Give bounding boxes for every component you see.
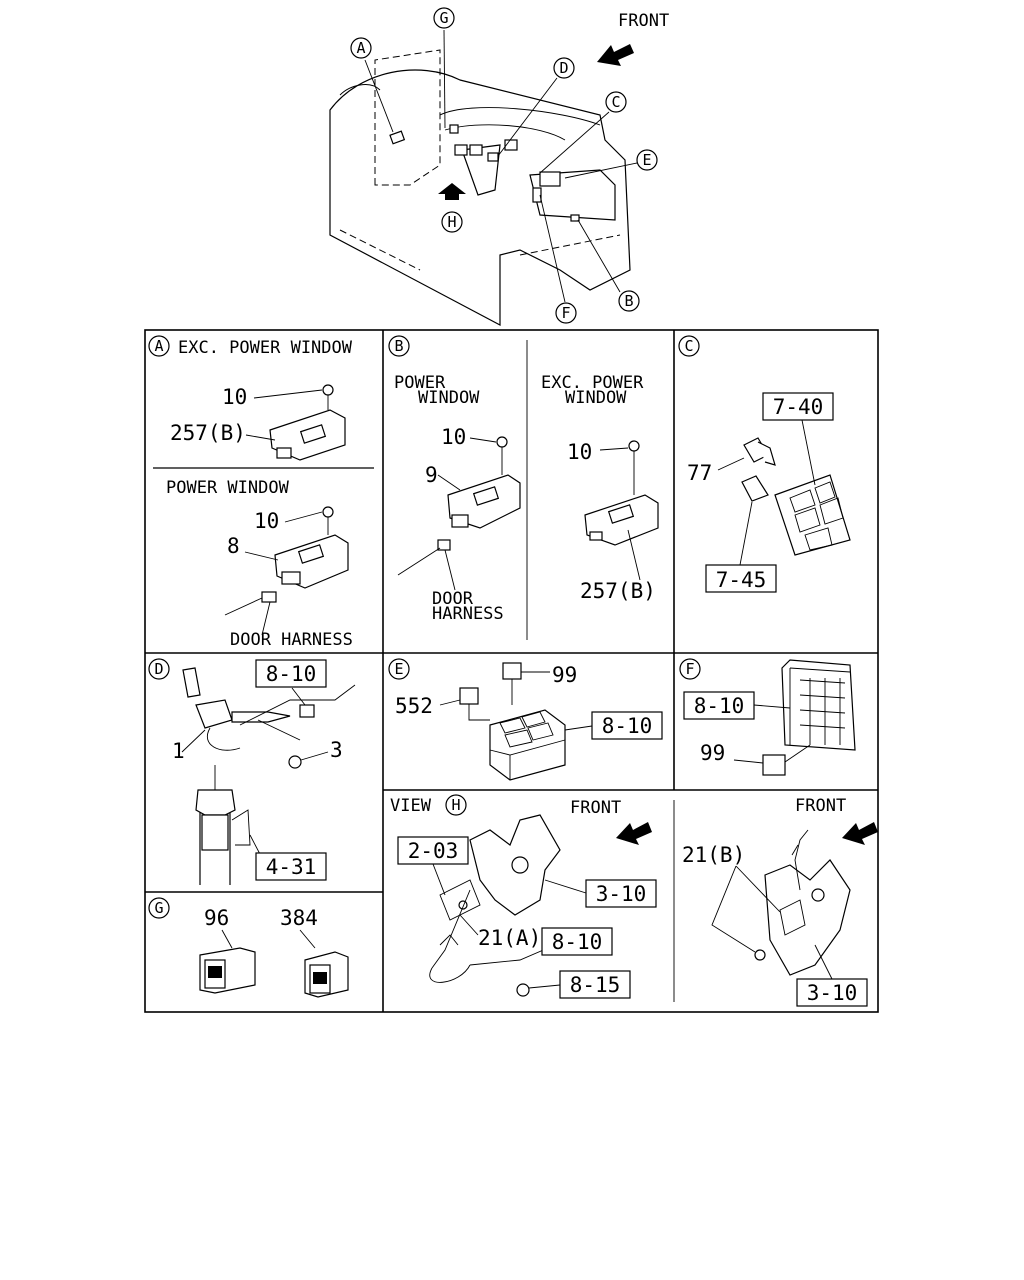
panel-h-view-label: VIEW bbox=[390, 796, 432, 816]
svg-text:H: H bbox=[447, 213, 456, 231]
svg-text:E: E bbox=[642, 151, 651, 169]
overview-callout-d: D bbox=[553, 57, 575, 79]
panel-a: A EXC. POWER WINDOW 10 257(B) POWER WIND… bbox=[148, 335, 374, 650]
panel-h-ref-2-03: 2-03 bbox=[408, 839, 459, 863]
panel-b-left-title-2: WINDOW bbox=[418, 388, 480, 408]
panel-f: F 8-10 99 bbox=[679, 658, 856, 776]
panel-g: G 96 384 bbox=[148, 897, 349, 998]
overview-callout-f: F bbox=[555, 302, 577, 324]
panel-c: C 7-40 77 7-45 bbox=[678, 335, 851, 593]
panel-c-part-77: 77 bbox=[687, 461, 712, 485]
panel-b-part-257b: 257(B) bbox=[580, 579, 656, 603]
panel-b-door: DOOR bbox=[432, 589, 474, 609]
panel-d-part-3: 3 bbox=[330, 738, 343, 762]
svg-text:G: G bbox=[439, 9, 448, 27]
panel-a-part-10-top: 10 bbox=[222, 385, 247, 409]
panel-a-part-10-bottom: 10 bbox=[254, 509, 279, 533]
panel-b: B POWER WINDOW EXC. POWER WINDOW 10 9 DO… bbox=[388, 335, 659, 640]
overview-front-label: FRONT bbox=[618, 11, 669, 31]
panel-h-front-right: FRONT bbox=[795, 796, 846, 816]
panel-a-part-8: 8 bbox=[227, 534, 240, 558]
panel-b-letter: B bbox=[394, 337, 403, 355]
panel-a-title: EXC. POWER WINDOW bbox=[178, 338, 353, 358]
panel-b-left-title-1: POWER bbox=[394, 373, 446, 393]
overview-callout-h: H bbox=[441, 211, 463, 233]
overview-callout-e: E bbox=[636, 149, 658, 171]
panel-b-part-10-right: 10 bbox=[567, 440, 592, 464]
svg-text:C: C bbox=[611, 93, 620, 111]
overview-callout-b: B bbox=[618, 290, 640, 312]
panel-h-part-21b: 21(B) bbox=[682, 843, 745, 867]
panel-f-ref-8-10: 8-10 bbox=[694, 694, 745, 718]
panel-e-letter: E bbox=[394, 660, 403, 678]
panel-h-ref-8-10: 8-10 bbox=[552, 930, 603, 954]
panel-h-ref-3-10-right: 3-10 bbox=[807, 981, 858, 1005]
detail-grid bbox=[144, 329, 879, 1013]
panel-a-sub-title: POWER WINDOW bbox=[166, 478, 290, 498]
panel-c-ref-7-40: 7-40 bbox=[773, 395, 824, 419]
overview-callout-g: G bbox=[433, 7, 455, 29]
panel-h-letter: H bbox=[451, 796, 460, 814]
panel-d-part-1: 1 bbox=[172, 739, 185, 763]
panel-h-front-left: FRONT bbox=[570, 798, 621, 818]
panel-h-part-21a: 21(A) bbox=[478, 926, 541, 950]
panel-h-ref-8-15: 8-15 bbox=[570, 973, 621, 997]
panel-e: E 99 552 8-10 bbox=[388, 658, 663, 781]
panel-d-ref-8-10: 8-10 bbox=[266, 662, 317, 686]
svg-text:F: F bbox=[561, 304, 570, 322]
panel-d-ref-4-31: 4-31 bbox=[266, 855, 317, 879]
panel-b-part-9: 9 bbox=[425, 463, 438, 487]
panel-g-part-384: 384 bbox=[280, 906, 318, 930]
svg-text:D: D bbox=[559, 59, 568, 77]
panel-b-harness: HARNESS bbox=[432, 604, 504, 624]
svg-text:A: A bbox=[356, 39, 365, 57]
overview-illustration: FRONT A G D C E H bbox=[329, 7, 669, 326]
overview-callout-a: A bbox=[350, 37, 372, 59]
panel-c-letter: C bbox=[684, 337, 693, 355]
svg-text:B: B bbox=[624, 292, 633, 310]
panel-e-part-552: 552 bbox=[395, 694, 433, 718]
panel-b-right-title-1: EXC. POWER bbox=[541, 373, 644, 393]
panel-f-letter: F bbox=[685, 660, 694, 678]
panel-e-part-99: 99 bbox=[552, 663, 577, 687]
panel-h-ref-3-10-left: 3-10 bbox=[596, 882, 647, 906]
panel-a-part-257b: 257(B) bbox=[170, 421, 246, 445]
panel-b-right-title-2: WINDOW bbox=[565, 388, 627, 408]
panel-d: D 8-10 1 3 4-31 bbox=[148, 658, 356, 885]
panel-a-letter: A bbox=[154, 337, 163, 355]
panel-g-letter: G bbox=[154, 899, 163, 917]
panel-d-letter: D bbox=[154, 660, 163, 678]
panel-c-ref-7-45: 7-45 bbox=[716, 568, 767, 592]
panel-h: VIEW H FRONT FRONT 2-03 3-10 21(A) 8-10 … bbox=[390, 794, 878, 1007]
panel-a-door-harness: DOOR HARNESS bbox=[230, 630, 353, 650]
panel-b-part-10-left: 10 bbox=[441, 425, 466, 449]
panel-f-part-99: 99 bbox=[700, 741, 725, 765]
panel-e-ref-8-10: 8-10 bbox=[602, 714, 653, 738]
panel-g-part-96: 96 bbox=[204, 906, 229, 930]
overview-callout-c: C bbox=[605, 91, 627, 113]
